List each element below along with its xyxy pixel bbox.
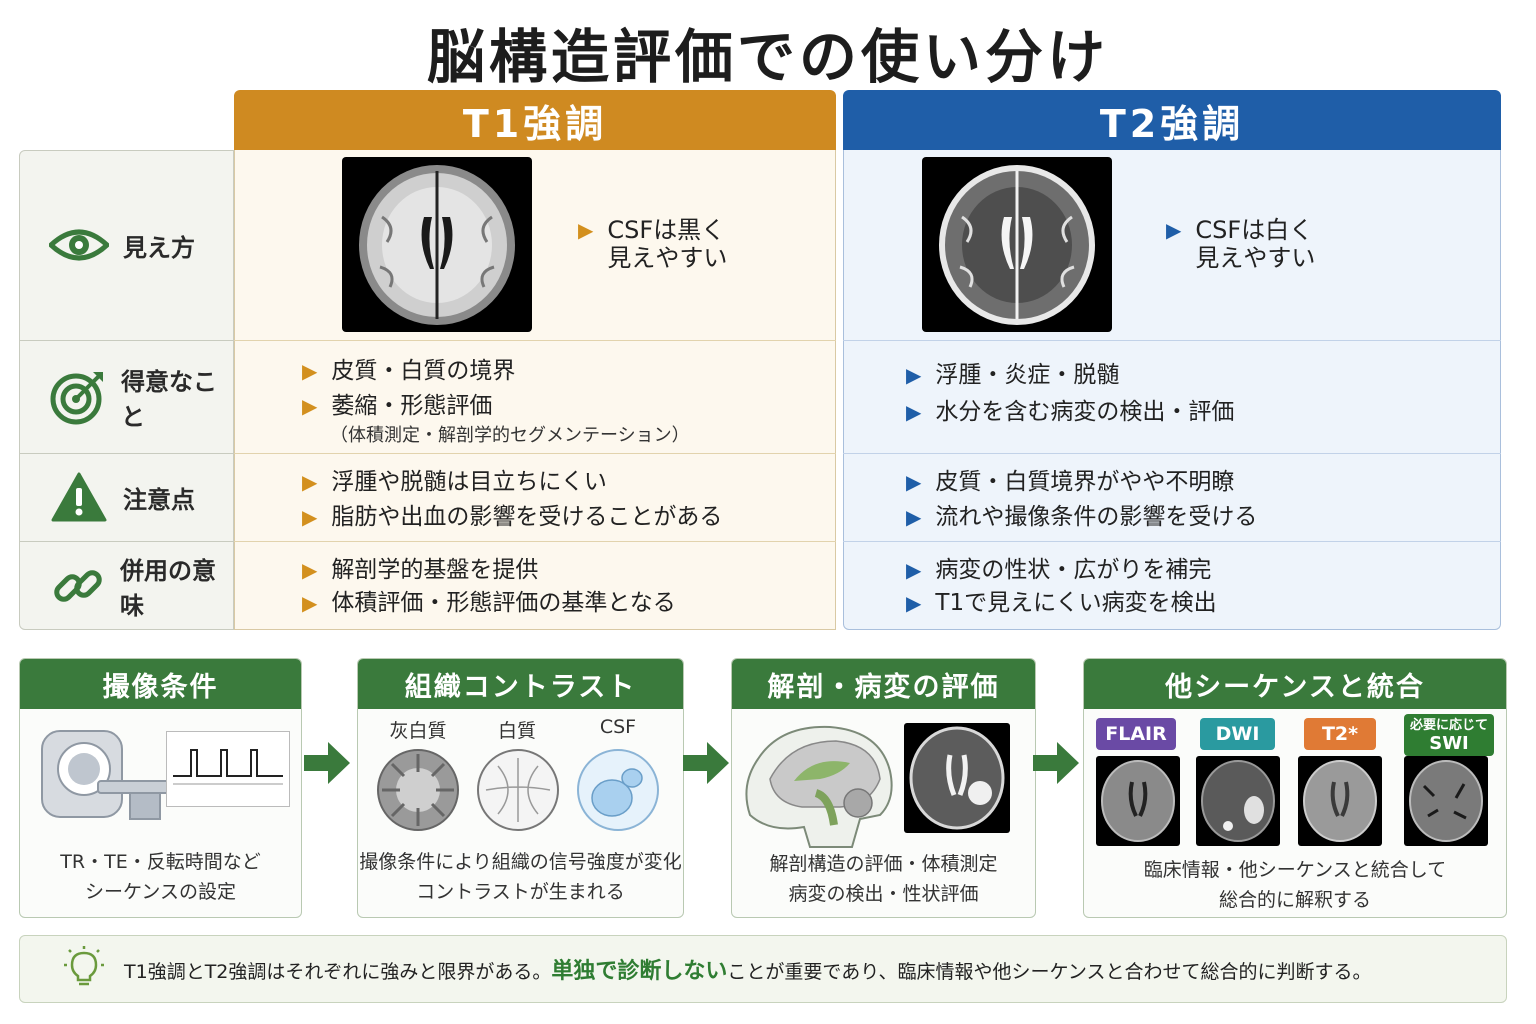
step-caption: 臨床情報・他シーケンスと統合して総合的に解釈する xyxy=(1143,859,1447,911)
step-caption: 撮像条件により組織の信号強度が変化コントラストが生まれる xyxy=(359,851,682,903)
process-step-imaging-conditions: 撮像条件 TR・TE・反転時間などシーケンスの設定 xyxy=(19,658,302,918)
lesion-mri-thumbnail xyxy=(904,723,1010,833)
t2star-badge: T2* xyxy=(1304,718,1376,750)
row-label-cautions: 注意点 xyxy=(19,453,234,541)
link-icon xyxy=(49,559,106,613)
t2-strength-item: ▶水分を含む病変の検出・評価 xyxy=(906,399,1235,425)
row-label-combined: 併用の意味 xyxy=(19,541,234,630)
white-matter-icon xyxy=(477,749,559,831)
t2-combined-item: ▶T1で見えにくい病変を検出 xyxy=(906,590,1217,616)
csf-droplet-icon xyxy=(577,749,659,831)
t1-panel xyxy=(234,150,836,630)
dwi-badge: DWI xyxy=(1200,718,1275,750)
t2-column-header: T2強調 xyxy=(843,90,1501,150)
t1-strength-item: ▶皮質・白質の境界 xyxy=(302,358,516,384)
t2-caution-item: ▶流れや撮像条件の影響を受ける xyxy=(906,504,1258,530)
step-title: 他シーケンスと統合 xyxy=(1084,659,1506,709)
t2star-thumbnail xyxy=(1298,756,1382,846)
target-icon xyxy=(49,368,107,426)
flow-arrow-icon xyxy=(304,742,350,784)
t1-caution-item: ▶脂肪や出血の影響を受けることがある xyxy=(302,504,723,530)
eye-icon xyxy=(49,225,109,265)
row-label-text: 併用の意味 xyxy=(120,556,216,620)
t1-combined-item: ▶体積評価・形態評価の基準となる xyxy=(302,590,676,616)
brain-sagittal-icon xyxy=(740,715,896,853)
step-title: 解剖・病変の評価 xyxy=(732,659,1035,709)
t1-combined-item: ▶解剖学的基盤を提供 xyxy=(302,557,539,583)
tissue-label: 白質 xyxy=(497,720,536,742)
flair-badge: FLAIR xyxy=(1096,718,1176,750)
t2-caution-item: ▶皮質・白質境界がやや不明瞭 xyxy=(906,469,1235,495)
t1-strength-item: ▶萎縮・形態評価 xyxy=(302,393,493,419)
row-label-appearance: 見え方 xyxy=(19,150,234,340)
step-title: 組織コントラスト xyxy=(358,659,683,709)
flow-arrow-icon xyxy=(683,742,729,784)
flow-arrow-icon xyxy=(1033,742,1079,784)
row-label-text: 得意なこと xyxy=(121,367,217,431)
lightbulb-icon xyxy=(62,945,106,993)
process-step-evaluation: 解剖・病変の評価 解剖構造の評価・体積測定病変の検出・性状評価 xyxy=(731,658,1036,918)
step-title: 撮像条件 xyxy=(20,659,301,709)
t1-strength-subnote: （体積測定・解剖学的セグメンテーション） xyxy=(330,425,690,446)
tissue-label: 灰白質 xyxy=(389,720,447,742)
t2-mri-image xyxy=(922,157,1112,332)
swi-badge: 必要に応じて SWI xyxy=(1404,714,1494,756)
tissue-label: CSF xyxy=(599,716,637,738)
t2-strength-item: ▶浮腫・炎症・脱髄 xyxy=(906,362,1120,388)
t1-mri-image xyxy=(342,157,532,332)
summary-note: T1強調とT2強調はそれぞれに強みと限界がある。単独で診断しないことが重要であり… xyxy=(19,935,1507,1003)
swi-thumbnail xyxy=(1404,756,1488,846)
row-label-strengths: 得意なこと xyxy=(19,340,234,453)
warning-icon xyxy=(49,472,109,522)
flair-thumbnail xyxy=(1096,756,1180,846)
gray-matter-icon xyxy=(377,749,459,831)
row-label-text: 見え方 xyxy=(123,233,195,262)
t1-column-header: T1強調 xyxy=(234,90,836,150)
t2-appearance-text: ▶ CSFは白く 見えやすい xyxy=(1166,216,1316,272)
t1-caution-item: ▶浮腫や脱髄は目立ちにくい xyxy=(302,469,607,495)
pulse-sequence-icon xyxy=(166,731,290,807)
dwi-thumbnail xyxy=(1196,756,1280,846)
page-title: 脳構造評価での使い分け xyxy=(426,23,1109,91)
summary-text: T1強調とT2強調はそれぞれに強みと限界がある。単独で診断しないことが重要であり… xyxy=(124,959,1372,984)
step-caption: TR・TE・反転時間などシーケンスの設定 xyxy=(60,851,261,903)
step-caption: 解剖構造の評価・体積測定病変の検出・性状評価 xyxy=(769,853,998,905)
t1-appearance-text: ▶ CSFは黒く 見えやすい xyxy=(578,216,728,272)
row-label-text: 注意点 xyxy=(123,485,195,514)
t2-combined-item: ▶病変の性状・広がりを補完 xyxy=(906,557,1212,583)
